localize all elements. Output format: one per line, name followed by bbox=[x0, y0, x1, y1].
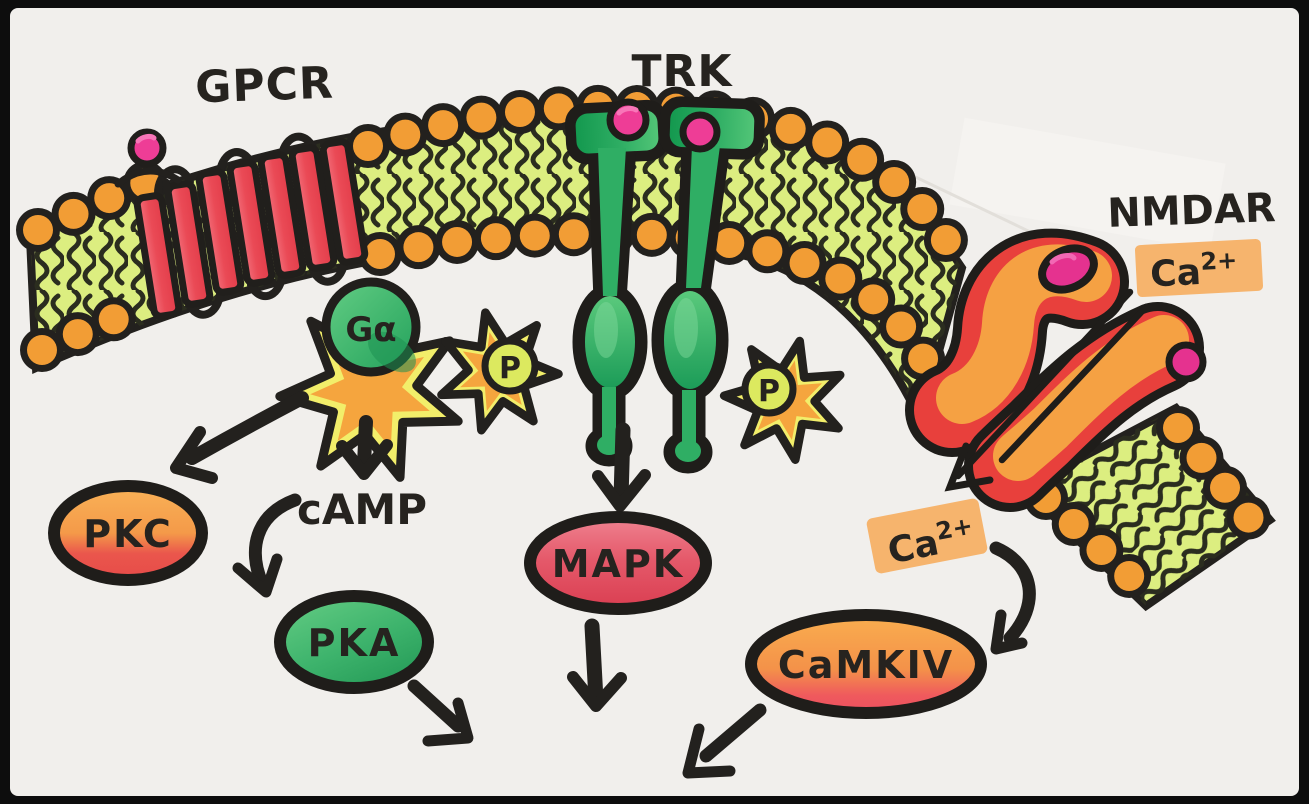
svg-text:Ca2+: Ca2+ bbox=[884, 511, 979, 572]
ca-label-extracellular: Ca2+ bbox=[1134, 238, 1264, 298]
mapk-node: MAPK bbox=[524, 511, 712, 615]
pka-label: PKA bbox=[308, 621, 401, 665]
arrow-camp-to-pka bbox=[232, 493, 302, 598]
g-alpha-protein: Gα bbox=[321, 277, 421, 377]
camp-label: cAMP bbox=[297, 485, 427, 534]
gpcr-label: GPCR bbox=[194, 58, 334, 114]
phosphate-star-1: P bbox=[427, 300, 567, 438]
nmdar-channel bbox=[944, 288, 1150, 492]
gpcr-loops-top bbox=[153, 132, 317, 198]
segment-lipid-heads bbox=[1024, 406, 1274, 610]
arrow-mapk-down bbox=[567, 618, 627, 712]
gpcr-ligand bbox=[114, 128, 182, 210]
nmdar-cap-right bbox=[1165, 341, 1207, 383]
ca-influx-arrowhead bbox=[944, 442, 994, 492]
arrows bbox=[170, 391, 1036, 779]
camkiv-label: CaMKIV bbox=[778, 643, 954, 687]
gpcr-loops-bottom bbox=[185, 260, 348, 319]
phosphate-circle-icon bbox=[741, 361, 797, 417]
pka-node: PKA bbox=[274, 590, 434, 694]
trk-label: TRK bbox=[632, 46, 734, 97]
gpcr-helices bbox=[133, 138, 369, 320]
pkc-node: PKC bbox=[48, 480, 208, 586]
arrow-camkiv-down bbox=[682, 703, 767, 779]
arrow-pka-down bbox=[407, 679, 474, 747]
arrow-trk-to-mapk bbox=[592, 422, 651, 512]
camkiv-node: CaMKIV bbox=[745, 609, 987, 719]
molecule-ovals: PKC PKA MAPK CaMKIV bbox=[48, 480, 987, 719]
ca-highlight-cytoplasm bbox=[866, 498, 988, 574]
phosphate-2-label: P bbox=[758, 374, 780, 409]
trk-ligand-ball-right bbox=[679, 111, 721, 153]
membrane-segment-right bbox=[1017, 402, 1276, 612]
arrow-galpha-to-pkc bbox=[170, 391, 309, 484]
pkc-label: PKC bbox=[83, 512, 172, 556]
ca-highlight-extracellular bbox=[1134, 238, 1264, 298]
arrow-ca-to-camkiv bbox=[989, 541, 1036, 655]
phosphate-star-2: P bbox=[713, 327, 856, 468]
g-alpha-label: Gα bbox=[345, 310, 396, 350]
phosphate-1-label: P bbox=[499, 351, 521, 386]
nmdar-label: NMDAR bbox=[1107, 185, 1277, 237]
arrow-galpha-to-camp bbox=[336, 415, 393, 480]
svg-text:Ca2+: Ca2+ bbox=[1149, 246, 1239, 296]
gpcr-receptor bbox=[114, 128, 369, 320]
nmdar-receptor bbox=[905, 228, 1207, 512]
nmdar-subunit-right bbox=[964, 302, 1204, 512]
mapk-label: MAPK bbox=[552, 542, 685, 586]
ca-label-cytoplasm: Ca2+ bbox=[866, 498, 988, 574]
phosphate-circle-icon bbox=[481, 337, 539, 395]
trk-receptor bbox=[565, 96, 765, 474]
